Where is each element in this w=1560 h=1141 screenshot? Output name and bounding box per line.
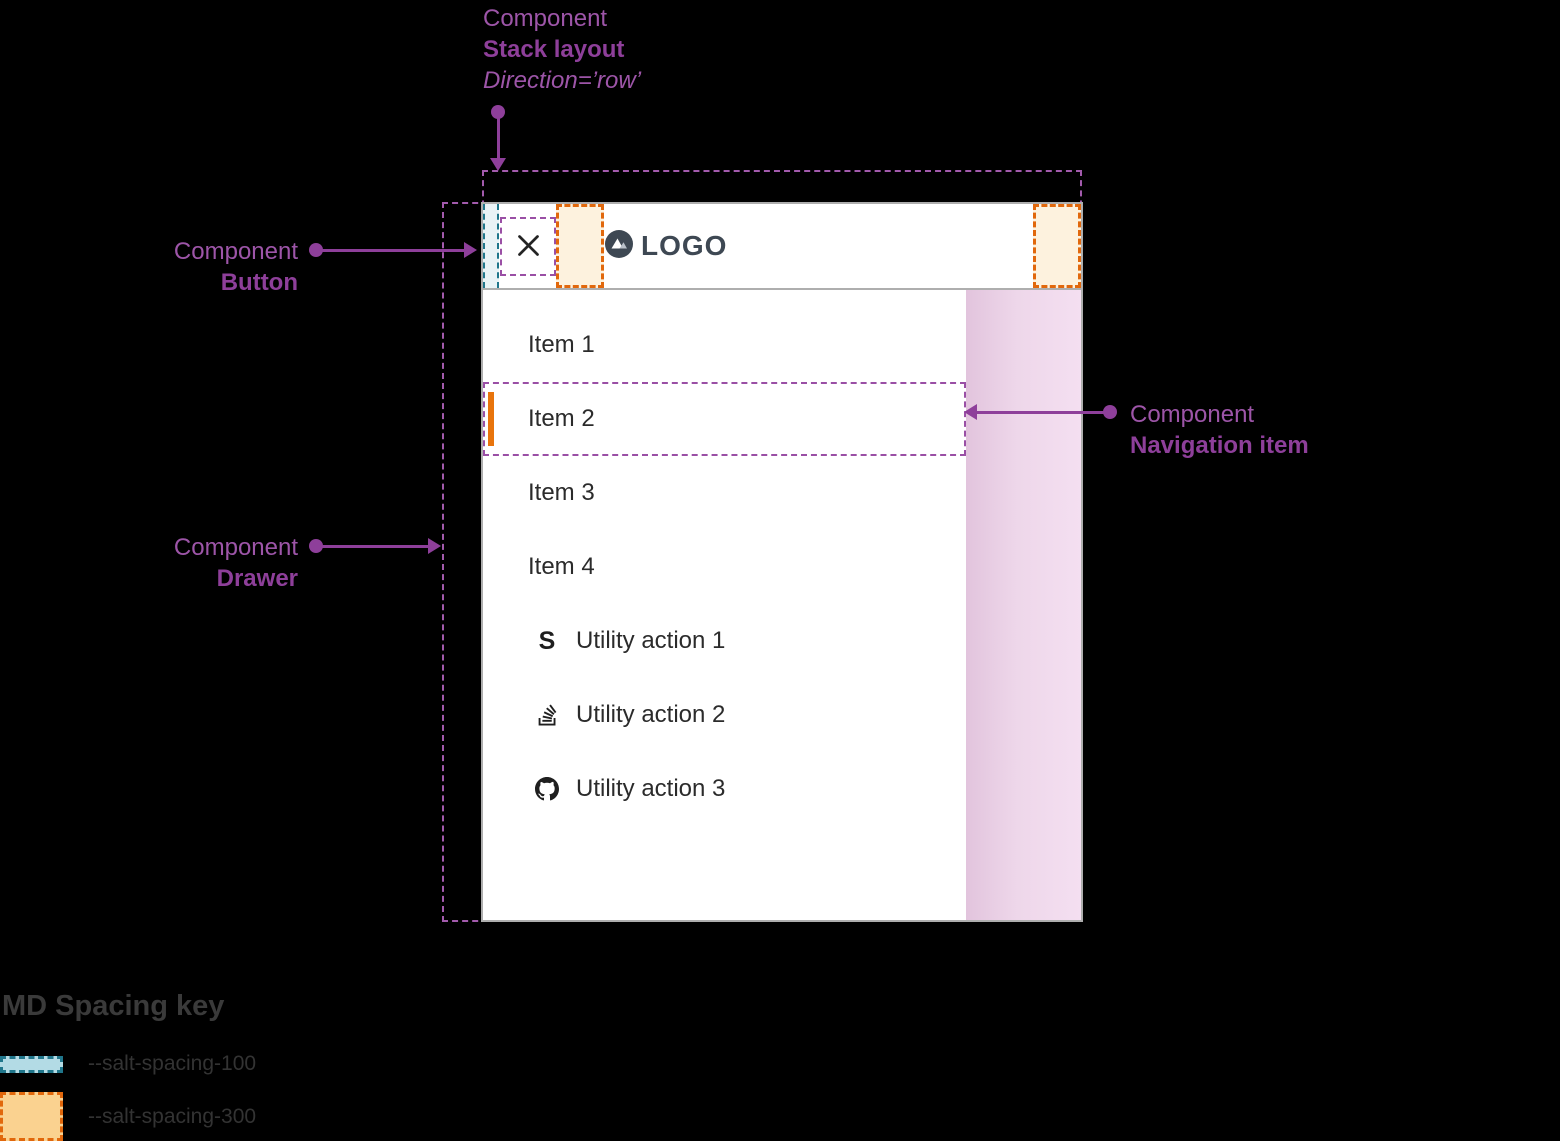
nav-item-label: Item 2	[528, 405, 595, 432]
spacing-300-overlay-right	[1033, 204, 1081, 288]
spacing-100-swatch	[0, 1056, 63, 1073]
page-backdrop	[966, 290, 1081, 920]
drawer-panel: Item 1 Item 2 Item 3 Item 4 S Utility ac…	[483, 290, 966, 920]
annotation-button: Component Button	[0, 236, 298, 298]
annotation-title: Drawer	[216, 565, 298, 592]
utility-label: Utility action 3	[576, 775, 726, 802]
annotation-eyebrow: Component	[173, 534, 298, 561]
annotation-drawer: Component Drawer	[0, 532, 298, 594]
app-window: LOGO Item 1 Item 2 Item 3 Item 4 S	[481, 202, 1083, 922]
annotation-stack-layout: Component Stack layout Direction=’row’	[483, 3, 641, 96]
annotation-title: Button	[220, 269, 298, 296]
spacing-100-label: --salt-spacing-100	[88, 1052, 257, 1075]
nav-item-1[interactable]: Item 1	[483, 308, 966, 382]
app-header: LOGO	[483, 204, 1081, 290]
annotation-detail: Direction=’row’	[483, 67, 642, 94]
spacing-300-overlay-left	[556, 204, 604, 288]
annotation-eyebrow: Component	[1130, 401, 1255, 428]
annotation-dot	[491, 105, 505, 119]
close-button[interactable]	[515, 232, 542, 262]
annotation-eyebrow: Component	[173, 238, 298, 265]
utility-action-1[interactable]: S Utility action 1	[483, 604, 966, 678]
arrow-left-icon	[964, 404, 977, 420]
annotation-arrow-line	[322, 545, 429, 548]
nav-item-label: Item 3	[528, 479, 595, 506]
annotation-navigation-item: Component Navigation item	[1130, 399, 1309, 461]
spacing-key-title: MD Spacing key	[2, 990, 225, 1022]
nav-item-4[interactable]: Item 4	[483, 530, 966, 604]
nav-item-label: Item 1	[528, 331, 595, 358]
close-icon	[515, 232, 542, 262]
mountain-logo-icon	[604, 229, 634, 264]
logo-text: LOGO	[641, 230, 728, 261]
arrow-right-icon	[428, 538, 441, 554]
annotation-title: Navigation item	[1130, 432, 1309, 459]
active-indicator-bar	[488, 392, 494, 446]
utility-action-3[interactable]: Utility action 3	[483, 752, 966, 826]
annotation-title: Stack layout	[483, 36, 625, 63]
utility-label: Utility action 1	[576, 627, 726, 654]
nav-item-3[interactable]: Item 3	[483, 456, 966, 530]
spacing-100-overlay	[483, 204, 499, 288]
close-button-bounds	[500, 217, 556, 276]
utility-label: Utility action 2	[576, 701, 726, 728]
symphony-icon: S	[538, 626, 556, 655]
utility-action-2[interactable]: Utility action 2	[483, 678, 966, 752]
annotation-arrow-line	[497, 118, 500, 160]
arrow-down-icon	[490, 158, 506, 171]
github-icon	[535, 777, 559, 801]
annotation-arrow-line	[322, 249, 465, 252]
stack-overflow-icon	[535, 703, 559, 727]
annotation-eyebrow: Component	[483, 5, 608, 32]
annotation-dot	[309, 243, 323, 257]
nav-item-2-active[interactable]: Item 2	[483, 382, 966, 456]
logo[interactable]: LOGO	[604, 204, 727, 288]
arrow-right-icon	[464, 242, 477, 258]
annotation-arrow-line	[976, 411, 1106, 414]
nav-item-label: Item 4	[528, 553, 595, 580]
spacing-300-swatch	[0, 1092, 63, 1141]
annotation-dot	[1103, 405, 1117, 419]
spacing-300-label: --salt-spacing-300	[88, 1105, 257, 1128]
annotation-dot	[309, 539, 323, 553]
